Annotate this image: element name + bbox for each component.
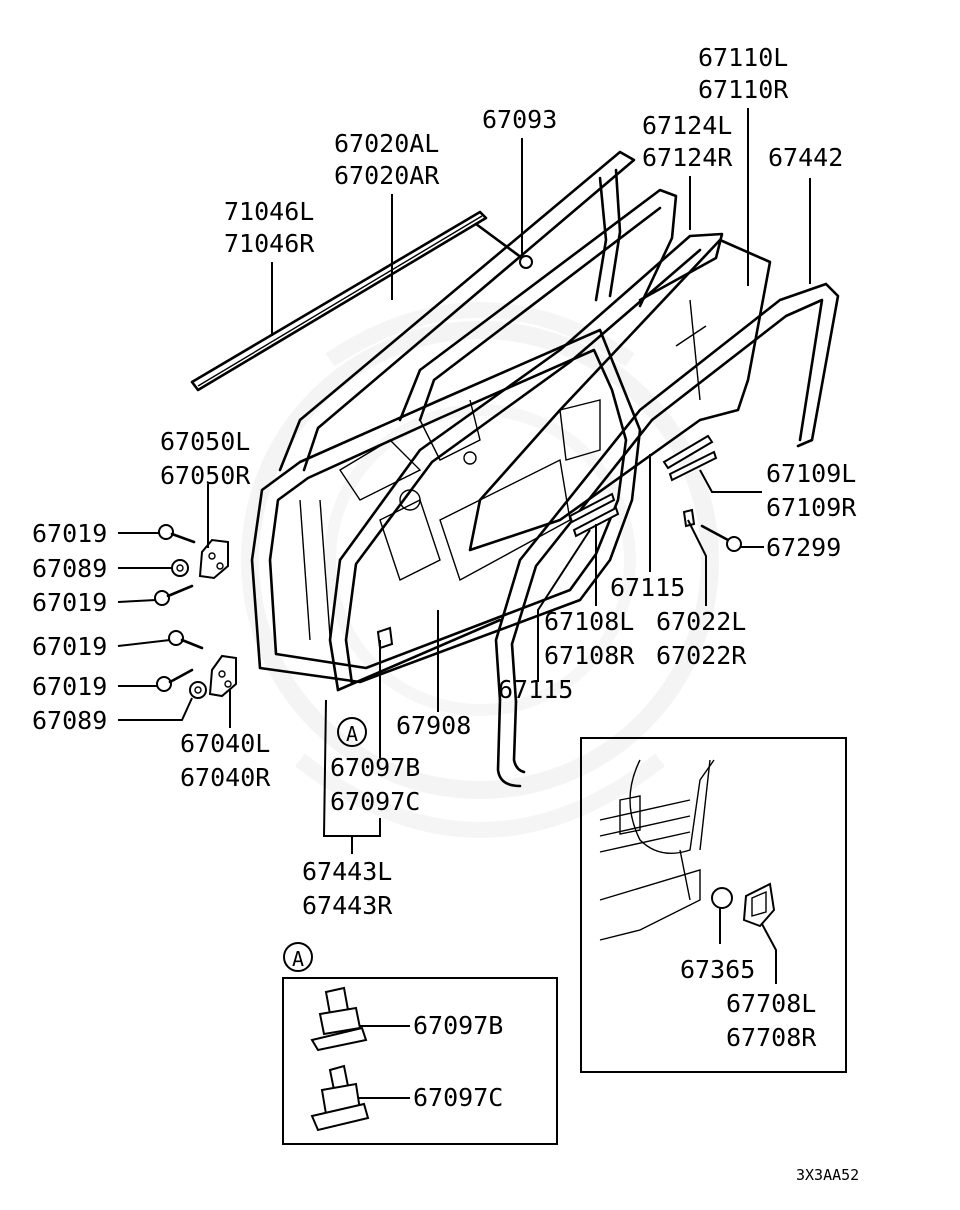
label-67115-2: 67115 bbox=[498, 675, 573, 704]
label-67050L: 67050L bbox=[160, 427, 250, 456]
label-71046L: 71046L bbox=[224, 197, 314, 226]
label-67040L: 67040L bbox=[180, 729, 270, 758]
label-67442: 67442 bbox=[768, 143, 843, 172]
label-67708L: 67708L bbox=[726, 989, 816, 1018]
label-67124L: 67124L bbox=[642, 111, 732, 140]
plug-67365 bbox=[711, 887, 733, 909]
bolt-67019-2 bbox=[154, 584, 194, 606]
label-67365: 67365 bbox=[680, 955, 755, 984]
seal-67115 bbox=[496, 698, 526, 788]
strip-67108 bbox=[568, 492, 620, 538]
label-67020AR: 67020AR bbox=[334, 161, 440, 190]
bolt-67019-3 bbox=[168, 630, 204, 650]
detail-box-plug-cover bbox=[580, 737, 847, 1073]
watermark-emblem bbox=[241, 302, 719, 838]
strip-67109 bbox=[662, 434, 718, 482]
label-67097B: 67097B bbox=[330, 753, 420, 782]
label-detail-67097B: 67097B bbox=[413, 1011, 503, 1040]
callout-a-detail: A bbox=[283, 942, 313, 972]
label-67040R: 67040R bbox=[180, 763, 271, 792]
label-67050R: 67050R bbox=[160, 461, 251, 490]
label-67108R: 67108R bbox=[544, 641, 635, 670]
part-labels: 67110L 67110R 67093 67124L 67124R 67442 … bbox=[32, 43, 859, 1184]
callout-a-main-letter: A bbox=[346, 722, 358, 746]
label-67019-4: 67019 bbox=[32, 672, 107, 701]
label-67443R: 67443R bbox=[302, 891, 393, 920]
label-detail-67097C: 67097C bbox=[413, 1083, 503, 1112]
label-67093: 67093 bbox=[482, 105, 557, 134]
inner-weatherstrip-67443 bbox=[328, 232, 724, 692]
callout-a-detail-letter: A bbox=[292, 947, 304, 971]
label-67115-1: 67115 bbox=[610, 573, 685, 602]
label-67109R: 67109R bbox=[766, 493, 857, 522]
cover-67708 bbox=[742, 882, 776, 928]
upper-hinge-67050 bbox=[198, 538, 229, 580]
diagram-code: 3X3AA52 bbox=[796, 1166, 859, 1184]
label-67109L: 67109L bbox=[766, 459, 856, 488]
label-67022R: 67022R bbox=[656, 641, 747, 670]
label-67019-2: 67019 bbox=[32, 588, 107, 617]
nut-67089-2 bbox=[189, 681, 207, 699]
bolt-67019-1 bbox=[158, 524, 196, 544]
detail-box-clips: 67097B 67097C bbox=[282, 977, 558, 1145]
label-67110L: 67110L bbox=[698, 43, 788, 72]
label-67022L: 67022L bbox=[656, 607, 746, 636]
nut-67089-1 bbox=[171, 559, 189, 577]
label-67124R: 67124R bbox=[642, 143, 733, 172]
door-shell bbox=[250, 328, 642, 684]
clip-67097C bbox=[310, 1064, 370, 1132]
label-67020AL: 67020AL bbox=[334, 129, 439, 158]
label-67110R: 67110R bbox=[698, 75, 789, 104]
clip-67097B bbox=[310, 986, 368, 1052]
label-67019-3: 67019 bbox=[32, 632, 107, 661]
door-opening-weatherstrip-67442 bbox=[494, 282, 840, 704]
label-67089-1: 67089 bbox=[32, 554, 107, 583]
leader-lines bbox=[117, 108, 811, 984]
label-67299: 67299 bbox=[766, 533, 841, 562]
screw-67093 bbox=[474, 222, 533, 269]
lower-hinge-67040 bbox=[208, 654, 237, 698]
label-67108L: 67108L bbox=[544, 607, 634, 636]
label-67443L: 67443L bbox=[302, 857, 392, 886]
bolt-67019-4 bbox=[156, 668, 194, 692]
label-67708R: 67708R bbox=[726, 1023, 817, 1052]
bolt-67299 bbox=[700, 524, 742, 552]
label-71046R: 71046R bbox=[224, 229, 315, 258]
holder-67022 bbox=[682, 508, 696, 528]
callout-a-main: A bbox=[337, 717, 367, 747]
belt-molding-71046 bbox=[190, 210, 488, 392]
label-67089-2: 67089 bbox=[32, 706, 107, 735]
frame-channel-67020A bbox=[278, 150, 636, 472]
label-67908: 67908 bbox=[396, 711, 471, 740]
label-67019-1: 67019 bbox=[32, 519, 107, 548]
label-67097C: 67097C bbox=[330, 787, 420, 816]
